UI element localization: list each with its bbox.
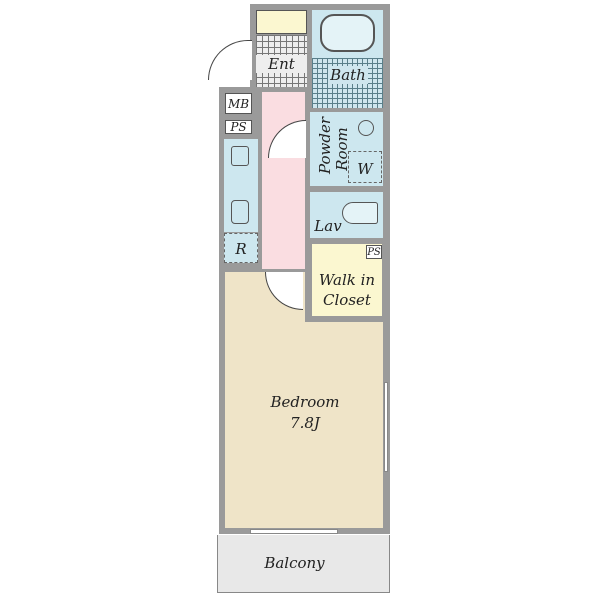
entrance-closet bbox=[256, 10, 307, 34]
refrigerator-label: R bbox=[235, 240, 247, 258]
front-door-swing[interactable] bbox=[208, 40, 252, 80]
meter-box-label: MB bbox=[227, 96, 250, 111]
meter-box: MB bbox=[225, 93, 252, 114]
kitchen bbox=[224, 139, 258, 232]
powder-room-label-1: Powder bbox=[316, 116, 334, 174]
washer-space bbox=[348, 151, 382, 183]
pipe-space-2: PS bbox=[366, 245, 382, 259]
pipe-space-label: PS bbox=[230, 120, 247, 134]
bedroom-size: 7.8J bbox=[290, 414, 320, 432]
pipe-space: PS bbox=[225, 120, 252, 134]
hallway bbox=[262, 92, 305, 269]
bedroom-label: Bedroom bbox=[270, 393, 340, 411]
washbasin-icon bbox=[358, 120, 374, 136]
side-window bbox=[384, 382, 388, 472]
toilet-icon bbox=[342, 202, 378, 224]
refrigerator-space bbox=[224, 233, 258, 263]
lavatory-label: Lav bbox=[314, 217, 342, 235]
stove-icon bbox=[231, 146, 249, 166]
balcony-label: Balcony bbox=[264, 554, 325, 572]
sink-icon bbox=[231, 200, 249, 224]
washer-label: W bbox=[357, 160, 373, 178]
walk-in-closet-label-1: Walk in bbox=[318, 271, 376, 289]
entrance-label: Ent bbox=[256, 55, 307, 73]
bedroom-main bbox=[225, 322, 383, 528]
walk-in-closet-label-2: Closet bbox=[323, 291, 371, 309]
bath-label: Bath bbox=[328, 66, 368, 84]
balcony-sliding-door[interactable] bbox=[250, 529, 338, 534]
bathtub-icon bbox=[320, 14, 375, 52]
pipe-space-2-label: PS bbox=[367, 246, 381, 258]
balcony bbox=[217, 535, 390, 593]
